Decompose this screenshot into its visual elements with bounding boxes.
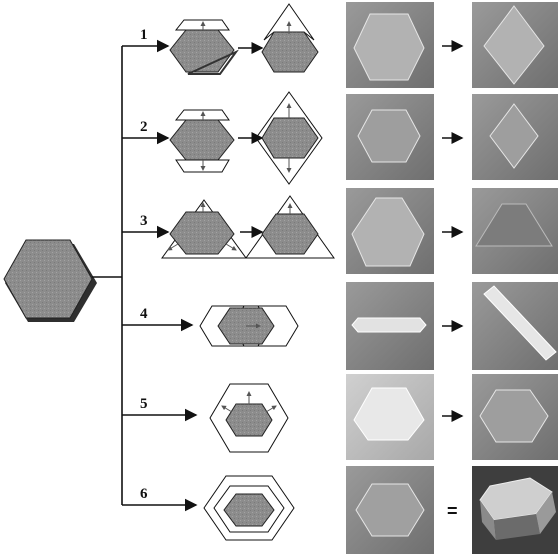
row6-micrograph-crystal bbox=[355, 483, 425, 537]
row5-micrograph-crystal-end bbox=[479, 389, 549, 443]
pathway-label: 2 bbox=[140, 119, 148, 135]
source-hexagon-crystal bbox=[3, 239, 97, 322]
row2-schematic-start bbox=[169, 109, 235, 173]
row5-schematic bbox=[209, 383, 289, 453]
row2-schematic-end bbox=[255, 91, 323, 185]
row6-schematic bbox=[203, 475, 295, 541]
pathway-label: 6 bbox=[140, 486, 148, 502]
row1-micrograph-crystal bbox=[353, 13, 425, 81]
row1-schematic-end bbox=[261, 3, 319, 73]
row3-micrograph-crystal bbox=[351, 197, 425, 267]
row2-micrograph-crystal bbox=[357, 109, 421, 163]
row4-micrograph-crystal-end bbox=[483, 285, 557, 361]
pathway-label: 5 bbox=[140, 396, 148, 412]
equals-sign: = bbox=[447, 501, 458, 521]
row5-micrograph-crystal bbox=[353, 387, 425, 441]
row3-micrograph-crystal-end bbox=[475, 203, 553, 247]
pathway-label: 3 bbox=[140, 213, 148, 229]
row4-micrograph-crystal bbox=[351, 317, 427, 333]
pathway-label: 1 bbox=[140, 27, 148, 43]
branch-connector bbox=[92, 39, 198, 512]
row1-micrograph-crystal-end bbox=[483, 5, 545, 85]
row3-schematic-end bbox=[245, 195, 335, 259]
row1-schematic-start bbox=[169, 19, 240, 75]
row3-schematic-start bbox=[161, 199, 247, 259]
row4-schematic bbox=[199, 305, 299, 347]
row6-micrograph-crystal-3d bbox=[479, 477, 556, 540]
row2-micrograph-crystal-end bbox=[489, 103, 539, 169]
pathway-label: 4 bbox=[140, 306, 148, 322]
